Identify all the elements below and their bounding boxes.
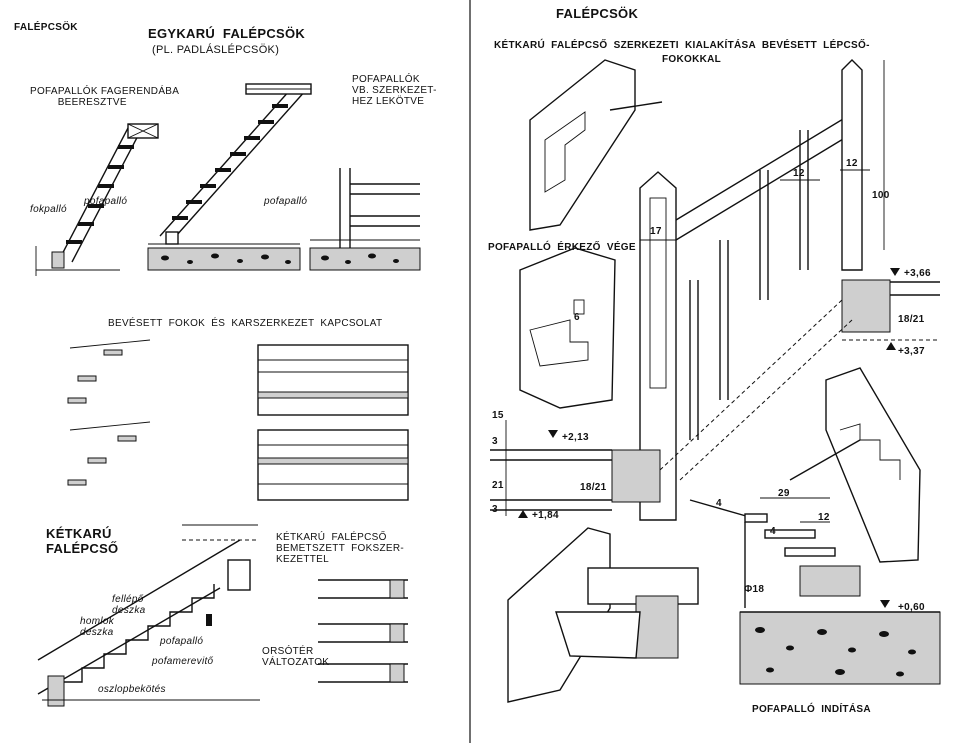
dim-18-21-a: 18/21 — [898, 314, 925, 325]
dim-15: 15 — [492, 410, 504, 421]
one-run-stair-concrete — [147, 83, 312, 271]
fokpallo-label: fokpalló — [30, 204, 67, 215]
one-run-subtitle: (PL. PADLÁSLÉPCSÖK) — [152, 44, 280, 56]
fellepo-label: fellépő deszka — [112, 594, 146, 616]
level-184: +1,84 — [532, 510, 559, 521]
upper-post-balusters — [689, 59, 863, 440]
orsoter-label: ORSÓTÉR VÁLTOZATOK — [262, 646, 330, 668]
dim-29: 29 — [778, 488, 790, 499]
stringer-end-detail — [529, 59, 663, 231]
newel-post — [639, 109, 859, 521]
notched-stair-plan — [318, 579, 408, 683]
stringer-start-label: POFAPALLÓ INDÍTÁSA — [752, 704, 871, 715]
one-run-title: EGYKARÚ FALÉPCSÖK — [148, 26, 306, 41]
pofapallo-label-c: pofapalló — [160, 636, 204, 647]
tread-box-detail — [507, 527, 699, 703]
merevito-label: pofamerevitő — [152, 656, 214, 667]
section-elevation — [309, 168, 421, 271]
right-subtitle-2: FOKOKKAL — [662, 54, 722, 65]
one-run-stair-beam-mounted — [35, 123, 159, 276]
oszlop-label: oszlopbekötés — [98, 684, 166, 695]
notched-joint-pieces — [67, 339, 151, 486]
dim-6: 6 — [574, 312, 580, 323]
mid-landing — [490, 420, 661, 516]
level-060: +0,60 — [898, 602, 925, 613]
level-337: +3,37 — [898, 346, 925, 357]
dim-12-a: 12 — [793, 168, 805, 179]
stringer-diagonals — [659, 299, 853, 521]
right-subtitle-1: KÉTKARÚ FALÉPCSŐ SZERKEZETI KIALAKÍTÁSA … — [494, 40, 870, 51]
stringer-end-label: POFAPALLÓ ÉRKEZŐ VÉGE — [488, 242, 636, 253]
notched-title: KÉTKARÚ FALÉPCSŐ BEMETSZETT FOKSZER- KEZ… — [276, 532, 405, 565]
dim-17: 17 — [650, 226, 662, 237]
joint-plan-views — [257, 344, 409, 501]
dim-phi18: Φ18 — [744, 584, 765, 595]
dim-4-b: 4 — [770, 526, 776, 537]
dim-18-21-b: 18/21 — [580, 482, 607, 493]
dim-4-a: 4 — [716, 498, 722, 509]
beam-mounted-label: POFAPALLÓK FAGERENDÁBA BEERESZTVE — [30, 86, 180, 108]
pofapallo-label-a: pofapalló — [84, 196, 128, 207]
stringer-lower-detail — [789, 367, 921, 563]
dim-12-b: 12 — [846, 158, 858, 169]
level-markers — [518, 268, 900, 608]
upper-landing — [841, 279, 940, 341]
dimension-lines — [640, 60, 885, 523]
two-run-stair — [37, 524, 260, 707]
two-run-title: KÉTKARÚ FALÉPCSŐ — [46, 526, 119, 556]
dim-12-c: 12 — [818, 512, 830, 523]
dim-3-b: 3 — [492, 504, 498, 515]
level-213: +2,13 — [562, 432, 589, 443]
dim-3-a: 3 — [492, 436, 498, 447]
pofapallo-label-b: pofapalló — [264, 196, 308, 207]
dim-21: 21 — [492, 480, 504, 491]
concrete-label: POFAPALLÓK VB. SZERKEZET- HEZ LEKÖTVE — [352, 74, 437, 107]
joint-heading: BEVÉSETT FOKOK ÉS KARSZERKEZET KAPCSOLAT — [108, 318, 383, 329]
stringer-arrival-detail — [519, 247, 616, 409]
level-366: +3,66 — [904, 268, 931, 279]
dim-100: 100 — [872, 190, 890, 201]
homlok-label: homlok deszka — [80, 616, 115, 638]
right-main-title: FALÉPCSÖK — [556, 6, 639, 21]
left-main-title: FALÉPCSÖK — [14, 22, 78, 33]
stringer-start-ground — [739, 611, 941, 685]
lower-step-detail — [744, 513, 861, 608]
